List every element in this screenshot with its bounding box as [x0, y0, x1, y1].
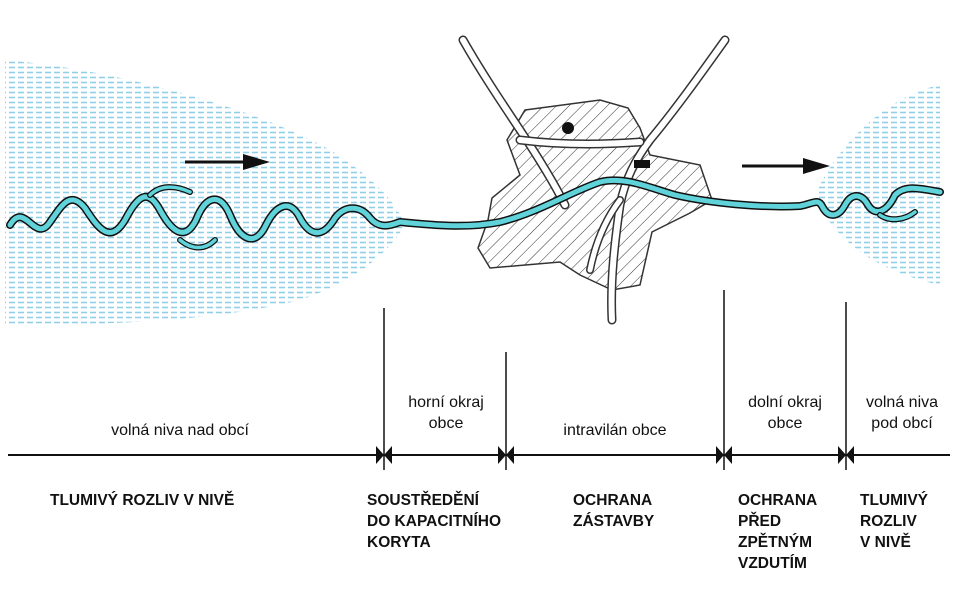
roads — [458, 35, 730, 325]
zone-label-built-up-area: intravilán obce — [563, 422, 667, 439]
strategy-backwater-protection: OCHRANA PŘED ZPĚTNÝM VZDUTÍM — [738, 492, 818, 572]
strategy-channel-concentration: SOUSTŘEDĚNÍ DO KAPACITNÍHO KORYTA — [367, 492, 502, 551]
zone-label-upper-edge: horní okraj obce — [408, 394, 484, 432]
zone-dividers — [383, 290, 847, 470]
downstream-flood-zone — [815, 85, 940, 285]
building-marker — [634, 160, 650, 168]
zone-label-upstream-floodplain: volná niva nad obcí — [111, 422, 249, 439]
zone-label-lower-edge: dolní okraj obce — [748, 394, 822, 432]
strategy-settlement-protection: OCHRANA ZÁSTAVBY — [573, 492, 655, 530]
flow-arrow-upstream — [185, 154, 270, 170]
upstream-flood-zone — [5, 60, 405, 325]
river — [6, 176, 944, 251]
flow-arrow-downstream — [742, 158, 830, 174]
strategy-damped-flooding-upstream: TLUMIVÝ ROZLIV V NIVĚ — [50, 492, 235, 509]
strategy-damped-flooding-downstream: TLUMIVÝ ROZLIV V NIVĚ — [860, 492, 929, 551]
zone-label-downstream-floodplain: volná niva pod obcí — [865, 394, 939, 432]
zone-boundary-markers — [376, 446, 854, 464]
church-marker — [562, 122, 574, 134]
